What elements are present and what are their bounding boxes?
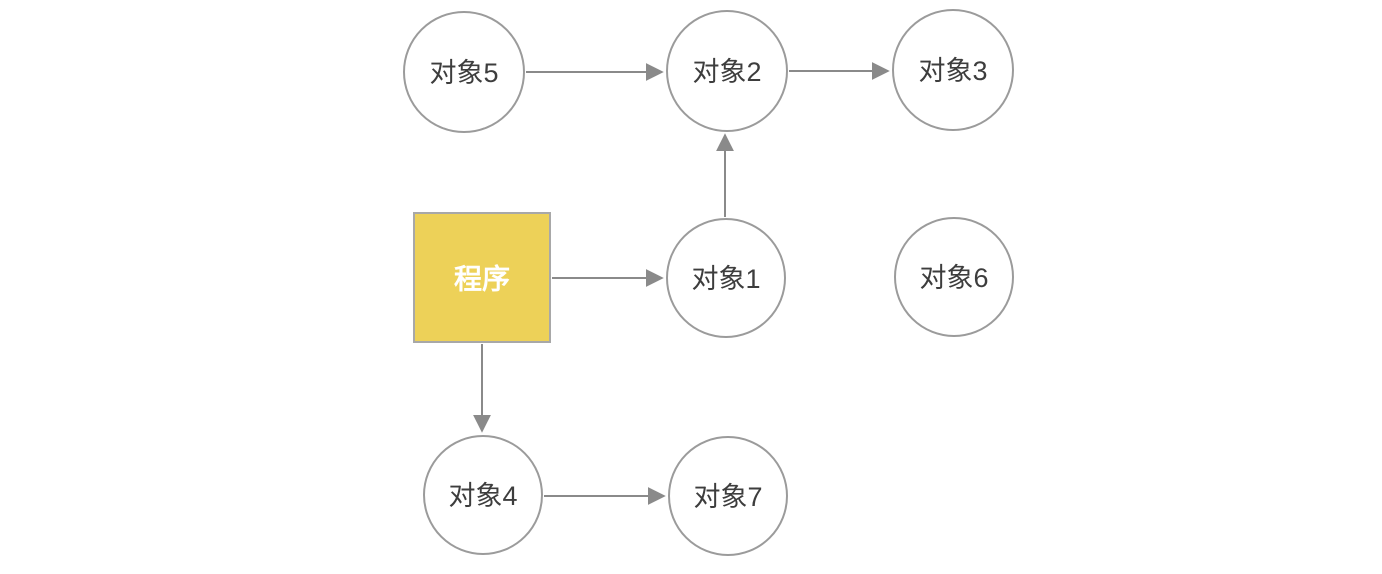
node-label-obj6: 对象6 xyxy=(919,263,988,293)
program-square xyxy=(413,212,551,343)
node-circle-obj4 xyxy=(423,435,543,555)
node-circle-obj2 xyxy=(666,10,788,132)
node-obj2: 对象2 xyxy=(666,10,788,132)
node-obj7: 对象7 xyxy=(668,436,788,556)
node-circle-obj5 xyxy=(403,11,525,133)
node-obj3: 对象3 xyxy=(892,9,1014,131)
node-label-obj7: 对象7 xyxy=(693,482,762,512)
node-circle-obj3 xyxy=(892,9,1014,131)
node-circle-obj1 xyxy=(666,218,786,338)
node-label-obj2: 对象2 xyxy=(692,57,761,87)
edges xyxy=(473,62,890,505)
node-program: 程序 xyxy=(413,212,551,343)
node-label-obj1: 对象1 xyxy=(691,264,760,294)
node-obj5: 对象5 xyxy=(403,11,525,133)
node-obj4: 对象4 xyxy=(423,435,543,555)
node-obj6: 对象6 xyxy=(894,217,1014,337)
node-obj1: 对象1 xyxy=(666,218,786,338)
node-circle-obj7 xyxy=(668,436,788,556)
node-label-program: 程序 xyxy=(454,263,510,295)
node-label-obj4: 对象4 xyxy=(448,481,517,511)
node-label-obj5: 对象5 xyxy=(429,58,498,88)
node-label-obj3: 对象3 xyxy=(918,56,987,86)
node-circle-obj6 xyxy=(894,217,1014,337)
